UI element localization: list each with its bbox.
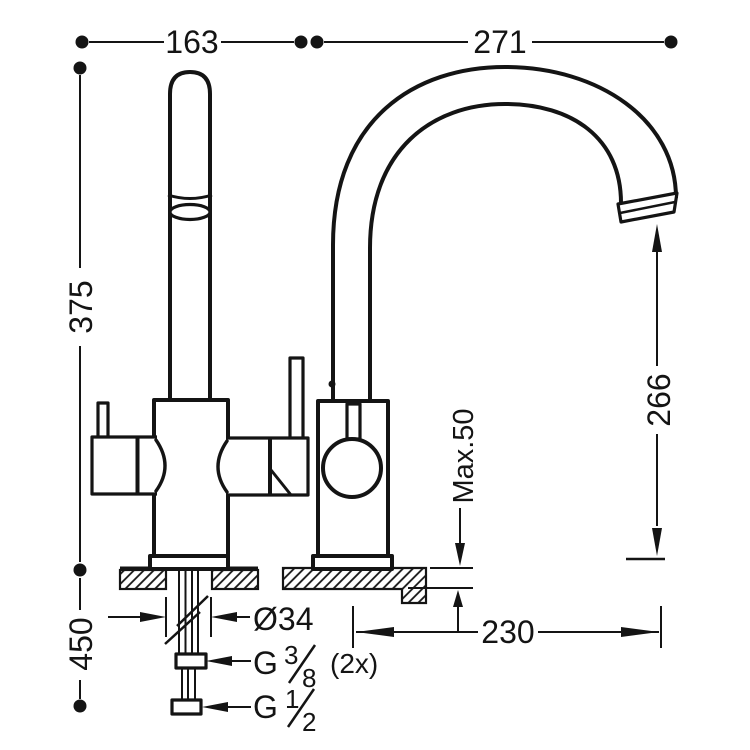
right-handle-detail-line [269, 469, 293, 496]
pipe-break-symbol [164, 595, 209, 645]
dimension-230: 230 [352, 606, 662, 650]
dim-diameter-label: Ø34 [253, 601, 313, 637]
spout-set-screw [328, 380, 336, 388]
spout-outer-curve [331, 64, 678, 404]
aerator-ring-line [619, 200, 676, 215]
dim-max50-label: Max.50 [448, 408, 480, 503]
dimension-g12: G 1 2 [202, 684, 316, 737]
dimension-450: 450 [63, 578, 99, 713]
g38-prefix-label: G [253, 645, 278, 681]
dimension-163: 163 [75, 24, 308, 60]
side-view [281, 64, 679, 605]
counter-hatch-right [210, 568, 260, 591]
counter-hatch-left [118, 568, 168, 591]
spout-inner-curve [368, 101, 623, 404]
spout-front [168, 69, 212, 402]
base-flange-side [311, 554, 394, 571]
faucet-body-front [152, 398, 230, 559]
g38-numerator-label: 3 [284, 640, 298, 670]
left-cone-intersection [154, 438, 167, 493]
dimension-max50: Max.50 [408, 408, 480, 632]
countertop-side-section [281, 566, 428, 605]
dim-230-label: 230 [481, 614, 534, 650]
dimension-271: 271 [310, 24, 678, 60]
base-flange-front [148, 554, 230, 571]
spout-outlet-ellipse [168, 202, 212, 222]
handle-boss-circle [321, 437, 383, 499]
g12-numerator-label: 1 [285, 684, 299, 714]
dim-450-label: 450 [63, 617, 99, 670]
right-handle-lever [288, 356, 305, 442]
right-handle [226, 436, 310, 497]
nut-g38 [174, 652, 208, 670]
g38-denominator-label: 8 [302, 663, 316, 693]
g12-denominator-label: 2 [302, 707, 316, 737]
dimension-266: 266 [626, 224, 677, 561]
lever-edge-on [345, 402, 362, 441]
left-handle-lever [96, 401, 110, 441]
right-cone-intersection [216, 439, 229, 494]
left-handle [90, 435, 157, 496]
g12-prefix-label: G [253, 689, 278, 725]
g38-fraction-slash [287, 644, 317, 684]
dim-266-label: 266 [641, 373, 677, 426]
dim-271-label: 271 [473, 24, 526, 60]
fitting-g12 [170, 698, 203, 716]
spout-band [167, 193, 213, 200]
g12-fraction-slash [286, 688, 316, 728]
front-view [90, 69, 310, 716]
g38-qty-label: (2x) [330, 648, 378, 679]
dimension-diameter-34: Ø34 [108, 597, 313, 637]
supply-hoses [178, 563, 199, 701]
countertop-front-section [118, 566, 260, 591]
dimension-g38: G 3 8 (2x) [206, 640, 378, 693]
dimension-375: 375 [63, 61, 99, 577]
dim-163-label: 163 [165, 24, 218, 60]
dim-375-label: 375 [63, 280, 99, 333]
